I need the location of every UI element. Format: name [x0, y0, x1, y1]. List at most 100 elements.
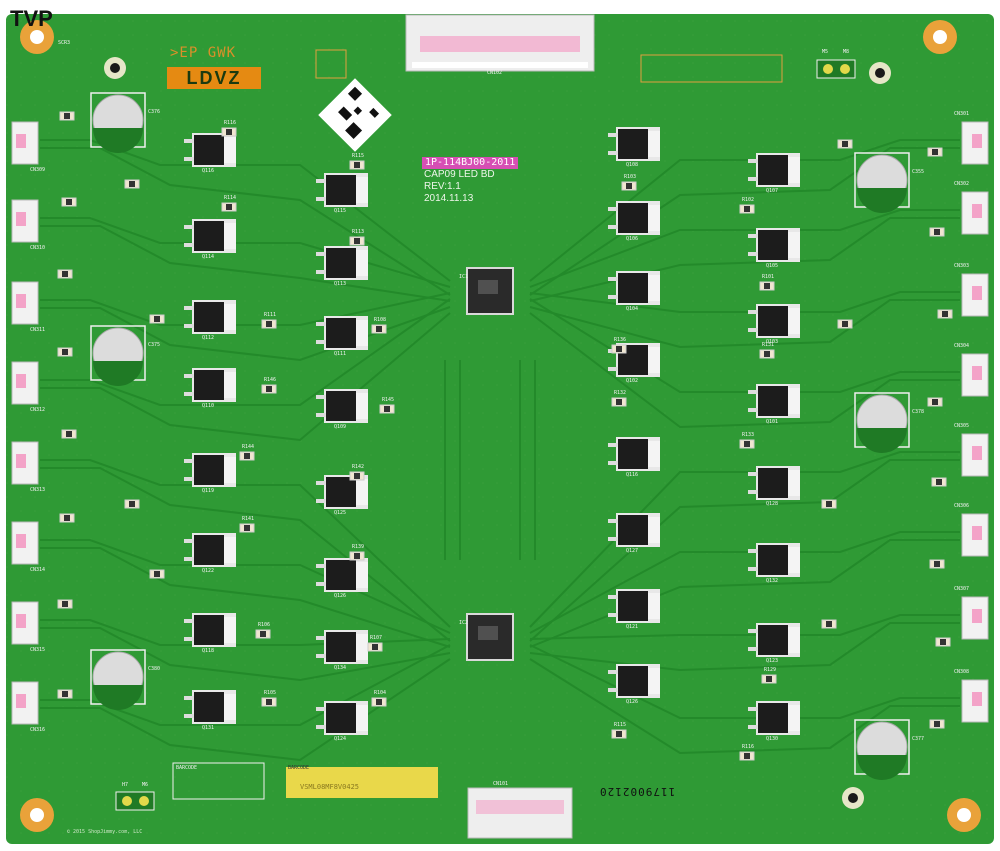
smd-resistor	[929, 719, 945, 729]
smd-resistor	[59, 111, 75, 121]
mosfet-label: Q116	[626, 472, 639, 478]
qr-code	[318, 78, 392, 152]
mosfet-label: Q104	[626, 306, 639, 312]
smd-parts	[57, 111, 953, 761]
resistor-label: R132	[614, 390, 627, 396]
smd-resistor	[349, 160, 365, 170]
mosfet	[608, 127, 660, 161]
smd-resistor	[149, 569, 165, 579]
smd-resistor	[124, 499, 140, 509]
electrolytic-capacitor	[90, 649, 146, 710]
mosfet-label: Q132	[766, 578, 779, 584]
edge-connector-right	[961, 596, 989, 640]
mosfet-label: Q122	[202, 568, 215, 574]
smd-resistor	[379, 404, 395, 414]
mosfet-label: Q116	[202, 168, 215, 174]
smd-resistor	[821, 499, 837, 509]
smd-resistor	[611, 729, 627, 739]
smd-resistor	[927, 147, 943, 157]
mosfet	[316, 246, 368, 280]
connector-label-left: CN312	[30, 407, 46, 413]
mosfet-label: Q127	[626, 548, 639, 554]
resistor-label: R105	[264, 690, 277, 696]
mosfet	[316, 389, 368, 423]
edge-connector-right	[961, 353, 989, 397]
mosfet-label: Q126	[334, 593, 347, 599]
edge-connector-left	[11, 121, 39, 165]
mosfet-label: Q134	[334, 665, 347, 671]
smd-resistor	[371, 697, 387, 707]
electrolytic-capacitor	[90, 325, 146, 386]
capacitor-label: C380	[148, 666, 161, 672]
tp-h7: H7	[122, 782, 129, 788]
resistor-label: R136	[614, 337, 627, 343]
mosfet	[748, 153, 800, 187]
resistor-label: R139	[352, 544, 365, 550]
connector-label-left: CN310	[30, 245, 46, 251]
resistor-label: R142	[352, 464, 365, 470]
mosfet-label: Q124	[334, 736, 347, 742]
mosfet	[748, 543, 800, 577]
edge-connector-right	[961, 433, 989, 477]
cn101-label: CN101	[493, 781, 509, 787]
mosfet-label: Q106	[626, 236, 639, 242]
mosfet	[184, 300, 236, 334]
mosfet-label: Q113	[334, 281, 347, 287]
smd-resistor	[739, 439, 755, 449]
mosfet	[748, 304, 800, 338]
smd-resistor	[57, 269, 73, 279]
resistor-label: R141	[242, 516, 255, 522]
vendor-marks: >EP GWK	[170, 45, 237, 61]
connector-label-left: CN316	[30, 727, 46, 733]
mosfet	[316, 558, 368, 592]
connector-label-right: CN303	[954, 263, 970, 269]
resistor-label: R113	[352, 229, 365, 235]
connector-label-left: CN315	[30, 647, 46, 653]
edge-connector-left	[11, 521, 39, 565]
mosfet	[316, 475, 368, 509]
mosfet-label: Q109	[334, 424, 347, 430]
mosfet	[316, 173, 368, 207]
mosfet	[316, 316, 368, 350]
mosfet	[184, 219, 236, 253]
smd-resistor	[611, 397, 627, 407]
mosfet	[608, 201, 660, 235]
connector-label-right: CN302	[954, 181, 970, 187]
edge-connector-right	[961, 679, 989, 723]
mosfet	[608, 513, 660, 547]
controller-ics	[466, 267, 514, 661]
resistor-label: R133	[742, 432, 755, 438]
resistor-label: R115	[352, 153, 365, 159]
ic1-label: IC1	[459, 274, 469, 280]
connector-label-right: CN301	[954, 111, 970, 117]
smd-resistor	[349, 471, 365, 481]
connector-label-right: CN307	[954, 586, 970, 592]
capacitor-label: C375	[148, 342, 161, 348]
mosfet	[184, 368, 236, 402]
resistor-label: R146	[264, 377, 277, 383]
edge-connector-right	[961, 273, 989, 317]
mosfet-label: Q101	[766, 419, 779, 425]
vendor-code-label: LDVZ	[167, 67, 261, 89]
bottom-connector	[467, 787, 573, 839]
mosfet-label: Q126	[626, 699, 639, 705]
smd-resistor	[124, 179, 140, 189]
mosfet-label: Q128	[766, 501, 779, 507]
mosfet-label: Q131	[202, 725, 215, 731]
smd-resistor	[935, 637, 951, 647]
smd-resistor	[261, 319, 277, 329]
smd-resistor	[929, 559, 945, 569]
test-points	[115, 59, 856, 811]
resistor-label: R115	[614, 722, 627, 728]
smd-resistor	[349, 551, 365, 561]
smd-resistor	[349, 236, 365, 246]
barcode-label-right: BARCODE	[288, 765, 310, 771]
resistor-label: R116	[742, 744, 755, 750]
mosfet	[184, 690, 236, 724]
edge-connector-left	[11, 681, 39, 725]
serial-number: 1179002120	[599, 785, 676, 798]
smd-resistor	[61, 429, 77, 439]
smd-resistor	[761, 674, 777, 684]
connector-label-right: CN306	[954, 503, 970, 509]
